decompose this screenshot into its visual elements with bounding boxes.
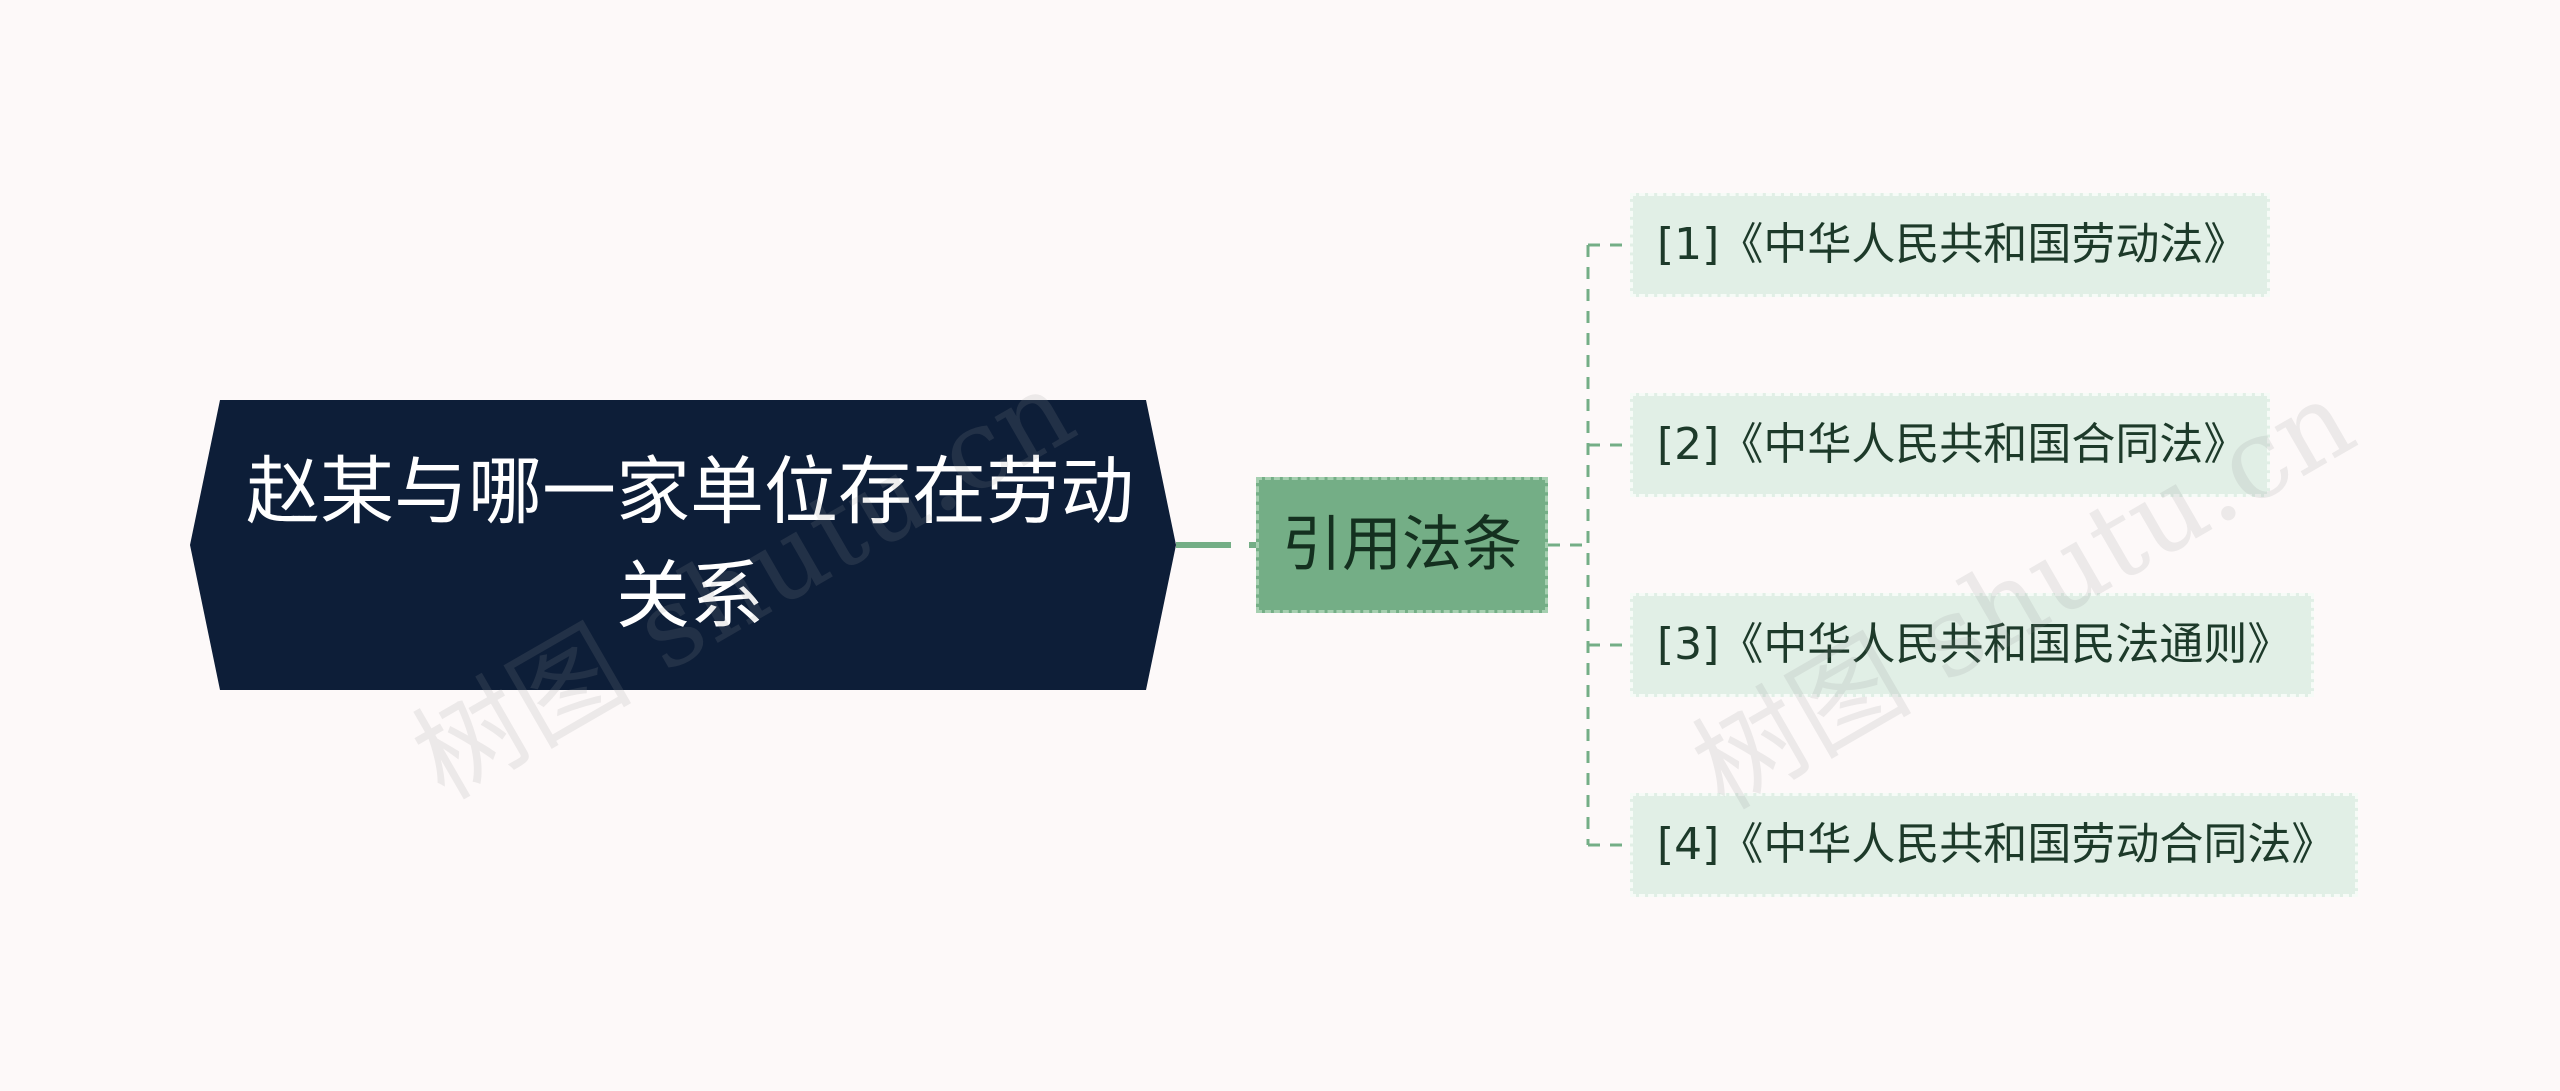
- root-node-shape[interactable]: [190, 400, 1176, 690]
- leaf-node-2[interactable]: [2]《中华人民共和国合同法》: [1630, 393, 2271, 497]
- leaf-node-label: [4]《中华人民共和国劳动合同法》: [1657, 819, 2336, 870]
- branch-node-label: 引用法条: [1282, 510, 1522, 580]
- leaf-node-4[interactable]: [4]《中华人民共和国劳动合同法》: [1630, 793, 2359, 897]
- branch-node[interactable]: 引用法条: [1256, 477, 1548, 613]
- leaf-node-label: [2]《中华人民共和国合同法》: [1657, 419, 2248, 470]
- leaf-node-1[interactable]: [1]《中华人民共和国劳动法》: [1630, 193, 2271, 297]
- leaf-node-3[interactable]: [3]《中华人民共和国民法通则》: [1630, 593, 2315, 697]
- leaf-node-label: [3]《中华人民共和国民法通则》: [1657, 619, 2292, 670]
- leaf-node-label: [1]《中华人民共和国劳动法》: [1657, 219, 2248, 270]
- root-node-title: 赵某与哪一家单位存在劳动关系: [246, 449, 1134, 639]
